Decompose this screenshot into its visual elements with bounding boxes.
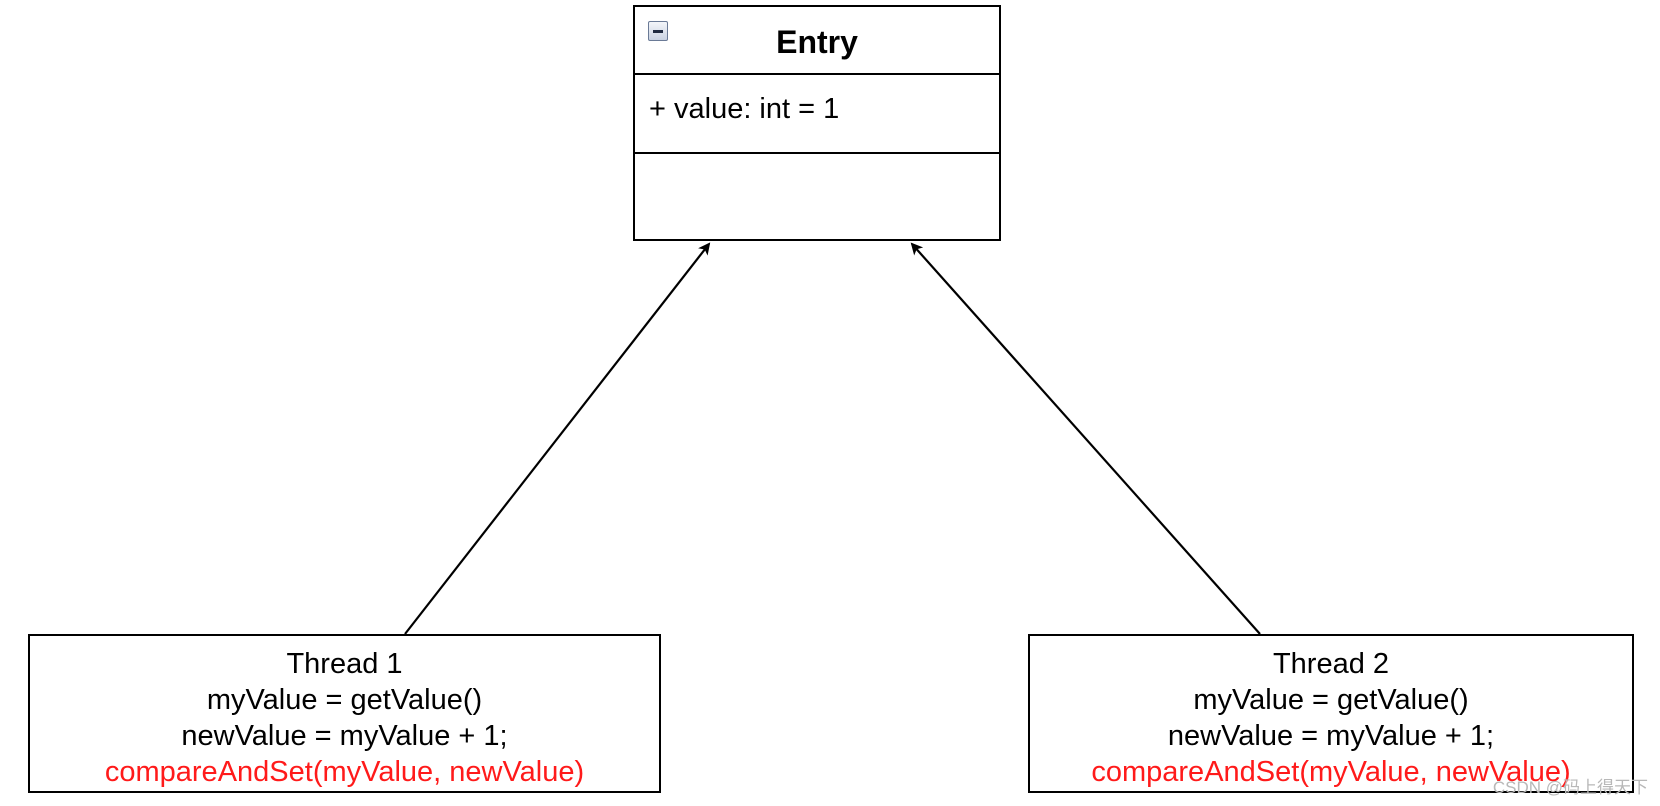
entry-class-box[interactable]: Entry + value: int = 1 — [633, 5, 1001, 241]
thread-title: Thread 2 — [1272, 648, 1390, 680]
arrow-thread2-to-entry — [910, 242, 1261, 635]
thread-2-box[interactable]: Thread 2 myValue = getValue() newValue =… — [1028, 634, 1634, 793]
class-attribute: + value: int = 1 — [649, 93, 840, 125]
thread-line-get-value: myValue = getValue() — [1193, 684, 1469, 716]
thread-line-compare-and-set: compareAndSet(myValue, newValue) — [1091, 756, 1571, 788]
thread-1-box[interactable]: Thread 1 myValue = getValue() newValue =… — [28, 634, 661, 793]
arrow-thread1-to-entry — [404, 242, 711, 635]
thread-line-increment: newValue = myValue + 1; — [181, 720, 508, 752]
thread-line-compare-and-set: compareAndSet(myValue, newValue) — [104, 756, 585, 788]
thread-title: Thread 1 — [286, 648, 403, 680]
class-header: Entry — [635, 7, 999, 75]
collapse-icon[interactable] — [648, 21, 668, 41]
class-title: Entry — [776, 24, 858, 60]
class-attributes: + value: int = 1 — [635, 75, 999, 154]
watermark: CSDN @码上得天下 — [1492, 778, 1648, 797]
thread-line-increment: newValue = myValue + 1; — [1167, 720, 1495, 752]
thread-line-get-value: myValue = getValue() — [206, 684, 483, 716]
class-methods — [635, 154, 999, 239]
